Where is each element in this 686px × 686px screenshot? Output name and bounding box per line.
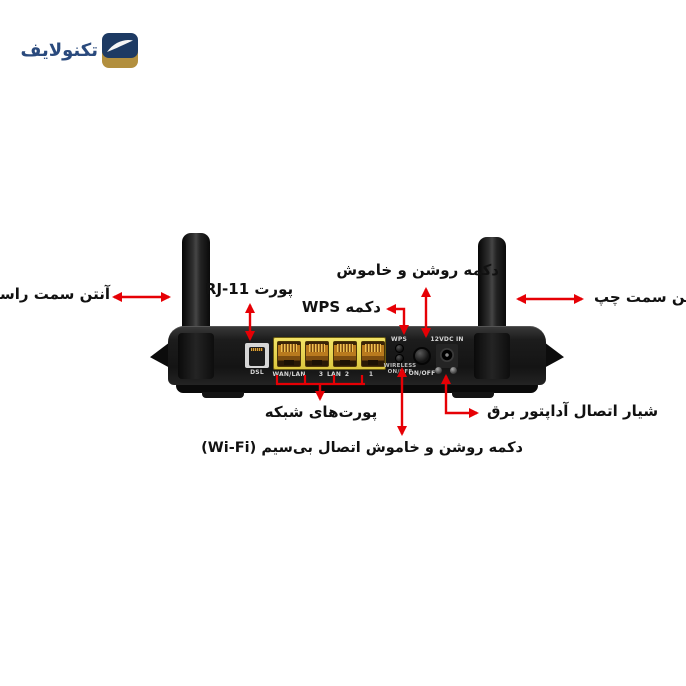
port-label-lan: LAN xyxy=(326,371,342,378)
wps-button xyxy=(395,344,404,353)
left-antenna-joint xyxy=(178,333,214,379)
dc-power-socket xyxy=(436,344,458,368)
port-label-3: 3 xyxy=(318,371,324,378)
right-antenna-joint xyxy=(474,333,510,379)
lan-port-1 xyxy=(361,341,385,367)
chassis-left-wing xyxy=(150,342,170,368)
label-right-antenna: آنتن سمت راست xyxy=(0,285,110,303)
power-chassis-label: ON/OFF xyxy=(408,370,436,377)
lan-port-3 xyxy=(305,341,329,367)
technolife-brand-text: تکنولایف xyxy=(20,40,98,61)
port-label-1: 1 xyxy=(368,371,374,378)
dsl-rj11-port xyxy=(245,343,269,368)
label-power-button: دکمه روشن و خاموش xyxy=(336,261,499,279)
label-wps-button: دکمه WPS xyxy=(301,298,381,316)
label-power-adapter: شیار اتصال آداپتور برق xyxy=(487,402,659,420)
wireless-chassis-label-line1: WIRELESS xyxy=(383,363,417,369)
dsl-pins xyxy=(251,348,263,351)
dc-jack-opening xyxy=(440,348,454,362)
power-onoff-button xyxy=(413,347,431,365)
screw-right xyxy=(450,367,457,374)
lan-port-wan xyxy=(277,341,301,367)
label-network-ports: پورت‌های شبکه xyxy=(264,403,378,421)
technolife-logo-icon xyxy=(102,33,138,68)
router-base xyxy=(176,384,538,393)
screw-left xyxy=(435,367,442,374)
label-rj11-port: پورت RJ-11 xyxy=(204,280,294,298)
router-foot-left xyxy=(202,392,244,398)
port-label-wanlan: WAN/LAN xyxy=(272,371,306,378)
wps-chassis-label: WPS xyxy=(391,336,407,343)
label-wifi-button: دکمه روشن و خاموش اتصال بی‌سیم (Wi-Fi) xyxy=(201,440,523,456)
dsl-port-label: DSL xyxy=(250,369,264,376)
lan-port-2 xyxy=(333,341,357,367)
port-label-2: 2 xyxy=(344,371,350,378)
dc-chassis-label: 12VDC IN xyxy=(430,336,464,343)
router-foot-right xyxy=(452,392,494,398)
dsl-jack-opening xyxy=(249,347,265,366)
wireless-onoff-button xyxy=(395,354,404,363)
label-left-antenna: آنتن سمت چپ xyxy=(594,288,686,306)
chassis-right-wing xyxy=(544,342,564,368)
